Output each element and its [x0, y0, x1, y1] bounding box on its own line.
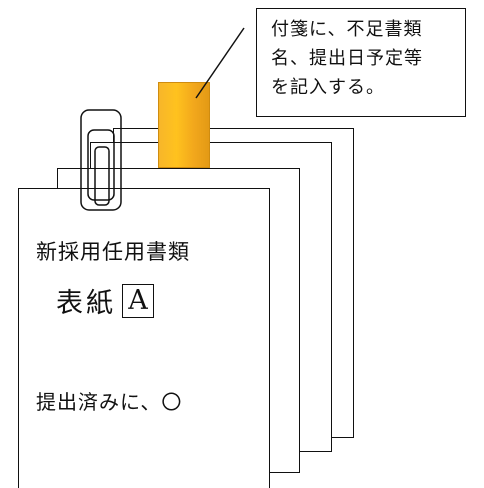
cover-letter-box: A	[122, 283, 154, 318]
callout-line: 付箋に、不足書類	[271, 19, 423, 40]
cover-title: 新採用任用書類	[36, 240, 190, 264]
cover-sheet	[18, 188, 270, 488]
callout-line: を記入する。	[271, 77, 385, 98]
callout-line: 名、提出日予定等	[271, 48, 423, 69]
submitted-note: 提出済みに、〇	[36, 390, 183, 414]
sticky-note-tag	[158, 82, 210, 168]
cover-label-row: 表紙 A	[56, 281, 154, 320]
callout-box: 付箋に、不足書類 名、提出日予定等 を記入する。	[256, 8, 466, 117]
cover-label: 表紙	[56, 288, 116, 319]
